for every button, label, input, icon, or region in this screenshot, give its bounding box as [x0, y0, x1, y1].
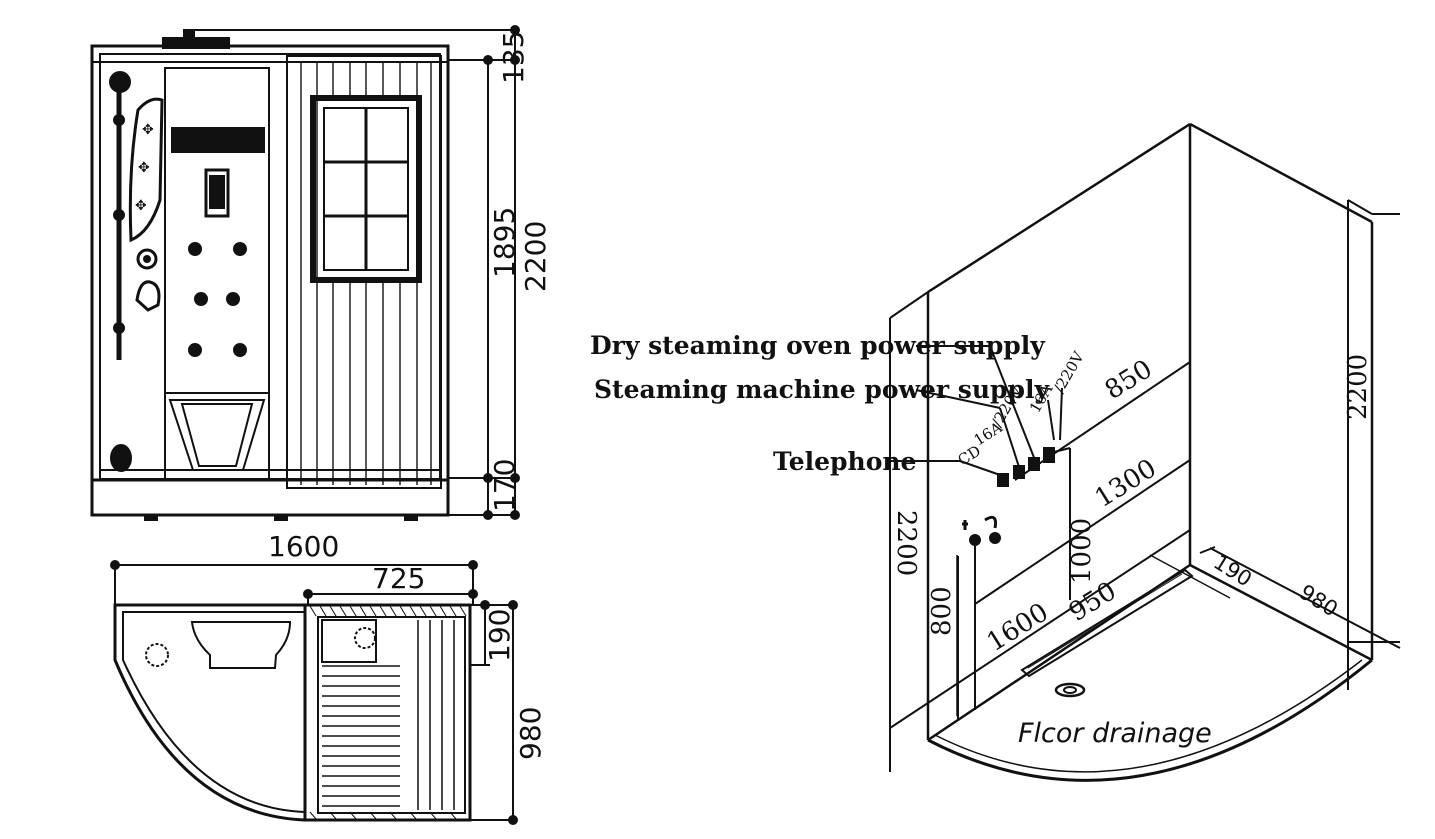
dim-1000: 1000 — [1067, 518, 1097, 584]
dim-725: 725 — [372, 562, 425, 595]
support-foot — [274, 514, 288, 521]
central-column-panel — [164, 67, 270, 480]
sauna-window-frame — [310, 95, 422, 283]
iso-ext-line — [1209, 547, 1401, 649]
massage-jet-icon — [233, 242, 247, 256]
sauna-bench-slats — [322, 620, 455, 810]
label-steaming-machine: Steaming machine power supply — [594, 375, 1051, 404]
floor-drain-channel — [1020, 568, 1194, 678]
hot-water-inlet-icon — [969, 534, 981, 546]
iso-curved-tray-edge-inner — [934, 659, 1363, 773]
iso-dim-1300 — [974, 459, 1191, 605]
leader-dry-oven — [989, 345, 1036, 461]
pipe-bracket — [113, 209, 125, 221]
base-tray — [90, 478, 450, 517]
cabin-plan-inner-edge — [122, 611, 306, 814]
dim-980-iso: 980 — [1295, 580, 1342, 622]
cabin-plan-outline — [113, 603, 472, 822]
leader-steam — [915, 389, 1001, 409]
sauna-wall-slats — [300, 62, 432, 485]
cold-water-inlet-icon — [989, 532, 1001, 544]
isometric-view — [888, 122, 1401, 782]
floor-drain-inner — [1063, 686, 1077, 694]
dim-170: 170 — [488, 459, 521, 512]
dim-1895: 1895 — [488, 207, 521, 278]
control-display-screen — [209, 175, 225, 209]
dim-1300: 1300 — [1090, 453, 1162, 514]
massage-jet-icon — [194, 292, 208, 306]
control-knob-center — [143, 255, 151, 263]
roof-fan — [183, 29, 195, 41]
mirror-decor-icon: ✥ — [142, 123, 154, 138]
seat-recess — [190, 621, 292, 669]
overhead-speaker-grille — [171, 127, 265, 153]
iso-ext-line — [889, 529, 1191, 729]
iso-right-floor-edge — [1189, 563, 1373, 662]
telephone-socket — [997, 473, 1009, 487]
sauna-heater — [321, 619, 377, 663]
pipe-bracket — [113, 322, 125, 334]
control-knob-icon — [136, 248, 158, 270]
iso-ext-line — [1347, 199, 1373, 215]
plan-dimension-lines — [110, 560, 518, 825]
roof-fitting — [162, 37, 230, 49]
dim-800: 800 — [927, 586, 957, 636]
dim-135: 135 — [497, 31, 530, 84]
sauna-cabin-panel — [286, 55, 442, 489]
iso-ext-line — [889, 291, 929, 319]
leader-spec — [1059, 387, 1063, 441]
label-telephone: Telephone — [773, 447, 916, 476]
sauna-window-grid — [324, 108, 408, 270]
corner-seat-inner — [180, 403, 254, 467]
drain-channel-inner — [1027, 573, 1183, 669]
sauna-plan-wall — [303, 603, 472, 822]
dim-980-plan: 980 — [514, 707, 547, 760]
iso-right-wall-top — [1189, 122, 1373, 224]
front-elevation-view: ✥ ✥ ✥ — [90, 25, 520, 521]
support-foot — [404, 514, 418, 521]
drain-valve-icon — [110, 444, 132, 472]
spec-220v-2: /220V — [1050, 347, 1088, 396]
hand-shower-icon — [135, 280, 161, 312]
plan-view — [110, 560, 518, 825]
mirror-decor-icon: ✥ — [135, 199, 147, 214]
massage-jet-icon — [226, 292, 240, 306]
control-display — [204, 168, 230, 218]
iso-curved-tray-edge — [927, 658, 1373, 782]
heater-element-icon — [354, 627, 376, 649]
support-foot — [144, 514, 158, 521]
dim-2200-front: 2200 — [519, 221, 552, 292]
leader-spec — [1047, 399, 1055, 441]
dim-190-plan: 190 — [483, 609, 516, 662]
water-inlet-symbol — [962, 515, 997, 530]
front-dimension-lines — [185, 25, 520, 520]
steam-machine-socket — [1013, 465, 1025, 479]
power-outlet — [1043, 447, 1055, 463]
iso-ext-line — [1199, 546, 1216, 554]
mirror-decor-icon: ✥ — [138, 161, 150, 176]
mirror-panel — [128, 97, 164, 243]
dim-2200-iso-right: 2200 — [1343, 354, 1373, 420]
massage-jet-icon — [188, 343, 202, 357]
sauna-plan-wall-inner — [317, 616, 466, 814]
label-floor-drainage: Flcor drainage — [1018, 718, 1212, 749]
dim-850: 850 — [1100, 354, 1158, 406]
dim-2200-iso-left: 2200 — [891, 510, 921, 576]
sauna-wall-hatching — [309, 605, 467, 820]
label-dry-steaming-oven: Dry steaming oven power supply — [590, 331, 1046, 360]
floor-drain-icon — [1054, 682, 1086, 698]
showerhead-icon — [109, 71, 131, 93]
dim-1600-iso: 1600 — [982, 597, 1054, 658]
dim-1600-plan: 1600 — [268, 530, 339, 563]
drain-outlet-icon — [145, 643, 169, 667]
leader-steam — [999, 407, 1020, 468]
massage-jet-icon — [233, 343, 247, 357]
power-cable — [1053, 447, 1071, 453]
iso-left-wall-top — [927, 122, 1191, 294]
leader-telephone — [959, 460, 1004, 477]
pipe-bracket — [113, 114, 125, 126]
dim-190-iso: 190 — [1209, 550, 1256, 592]
massage-jet-icon — [188, 242, 202, 256]
